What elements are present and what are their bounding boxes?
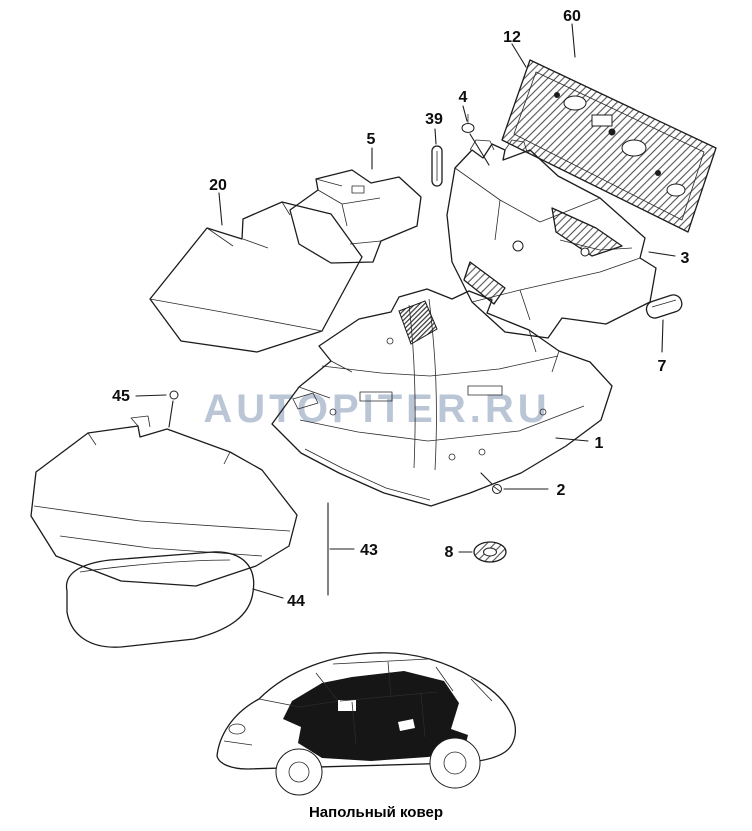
callout-44: 44: [287, 593, 305, 610]
part-dash-panel-insulation: [501, 59, 717, 233]
panel-slot: [591, 114, 613, 127]
watermark-text: AUTOPITER.RU: [203, 387, 550, 431]
part-trunk-mat: [65, 551, 255, 648]
part-carpet-piece: [289, 169, 422, 264]
part-trim-strip: [431, 145, 443, 187]
callout-5: 5: [367, 131, 376, 148]
leader-lines: [135, 23, 676, 599]
car-silhouette: [216, 652, 516, 796]
part-dash-insulator: [446, 139, 657, 339]
car-rear-wheel: [429, 737, 481, 789]
part-small-pad: [645, 294, 683, 319]
callout-8: 8: [445, 544, 454, 561]
part-flat-carpet-sheet: [149, 201, 363, 353]
insulator-hole: [512, 240, 524, 252]
callout-labels: 60 12 4 39 5 20 3 7 45 1 2 8 43 44: [112, 8, 689, 610]
part-fastener-clip: [461, 114, 475, 133]
callout-3: 3: [681, 250, 690, 267]
callout-45: 45: [112, 388, 130, 405]
part-main-floor-carpet: [271, 288, 613, 507]
diagram-caption: Напольный ковер: [309, 804, 443, 821]
car-headlight: [228, 723, 246, 735]
callout-4: 4: [459, 89, 468, 106]
part-screw: [492, 484, 502, 494]
insulator-hole: [580, 247, 590, 257]
car-window-lines: [223, 658, 493, 746]
carpet-cutout: [398, 719, 415, 731]
callout-7: 7: [658, 358, 667, 375]
part-grommet-plug: [473, 541, 507, 563]
callout-12: 12: [503, 29, 521, 46]
callout-20: 20: [209, 177, 227, 194]
callout-1: 1: [595, 435, 604, 452]
callout-60: 60: [563, 8, 581, 25]
part-trunk-floor-carpet: [30, 415, 298, 587]
panel-hole: [563, 95, 587, 111]
panel-hole: [666, 183, 686, 197]
panel-hole: [621, 139, 647, 157]
part-fastener-pin: [169, 390, 179, 400]
callout-2: 2: [557, 482, 566, 499]
callout-39: 39: [425, 111, 443, 128]
carpet-hatched-patch: [398, 300, 438, 345]
carpet-cutout: [338, 700, 356, 711]
callout-43: 43: [360, 542, 378, 559]
car-front-wheel: [275, 748, 323, 796]
